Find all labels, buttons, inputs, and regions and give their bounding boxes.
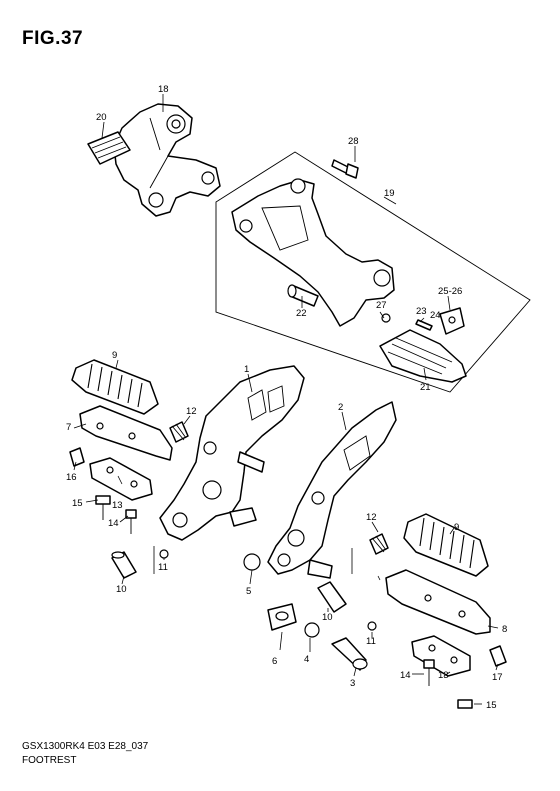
callout-2: 2 [338,402,343,413]
section-name: FOOTREST [22,755,77,766]
washer-16 [69,447,85,467]
bolt-3 [331,637,368,671]
callout-27: 27 [376,300,387,311]
footrest-bracket-2 [267,401,397,579]
callout-8: 8 [502,624,507,635]
spring-12-left [169,421,189,443]
callout-25-26: 25-26 [438,286,462,297]
callout-16: 16 [66,472,77,483]
callout-11-right: 11 [366,636,376,647]
callout-19: 19 [384,188,395,199]
callout-11-left: 11 [158,562,168,573]
callout-18: 18 [158,84,169,95]
callout-3: 3 [350,678,355,689]
spring-12-right [369,533,389,555]
washer-27 [381,313,391,323]
callouts: 18 20 28 19 25-26 27 23 24 22 21 9 1 12 … [66,84,507,711]
bolt-14-right [423,659,435,686]
callout-20: 20 [96,112,107,123]
callout-17: 17 [492,672,503,683]
pin-10-right [317,581,347,613]
footpeg-8 [385,569,491,635]
bolt-15-right [457,699,473,709]
callout-7: 7 [66,422,71,433]
callout-6: 6 [272,656,277,667]
callout-9-left: 9 [112,350,117,361]
bolt-28 [331,159,359,179]
footpeg-20 [87,131,131,165]
footpeg-rubber-9-left [71,359,159,415]
footpeg-21 [379,329,467,383]
figure-title: FIG.37 [22,28,84,49]
bushing-6 [267,603,297,631]
washer-5 [243,553,261,571]
footpeg-7 [79,405,173,461]
subassembly-box [215,151,531,393]
plate-13-left [89,457,153,501]
footpeg-rubber-9-right [403,513,489,577]
callout-21: 21 [420,382,431,393]
callout-15-right: 15 [486,700,497,711]
callout-22: 22 [296,308,307,319]
washer-17 [489,645,507,667]
callout-13-right: 13 [438,670,449,681]
callout-14-right: 14 [400,670,411,681]
callout-15-left: 15 [72,498,83,509]
callout-10-left: 10 [116,584,127,595]
callout-24: 24 [430,310,441,321]
callout-23: 23 [416,306,427,317]
callout-5: 5 [246,586,251,597]
plate-25-26 [439,307,465,335]
callout-28: 28 [348,136,359,147]
callout-12-left: 12 [186,406,197,417]
callout-12-right: 12 [366,512,377,523]
callout-9-right: 9 [454,522,459,533]
clip-11-left [159,549,169,559]
footrest-bracket-1 [159,365,305,541]
model-code: GSX1300RK4 E03 E28_037 [22,741,149,752]
callout-13-left: 13 [112,500,123,511]
pillion-bracket-18 [113,103,221,217]
bracket-19 [231,178,395,327]
diagram-footer: GSX1300RK4 E03 E28_037 FOOTREST [22,740,148,768]
callout-10-right: 10 [322,612,333,623]
clip-11-right [367,621,377,631]
callout-4: 4 [304,654,309,665]
pin-10-left [111,551,137,579]
washer-4 [304,622,320,638]
screw-23 [415,319,433,331]
bolt-15-left [95,495,111,520]
pin-22 [287,284,319,307]
callout-1: 1 [244,364,249,375]
callout-14-left: 14 [108,518,119,529]
leader-lines [73,94,499,705]
bolt-14-left [125,509,137,534]
plate-13-right [411,635,471,677]
